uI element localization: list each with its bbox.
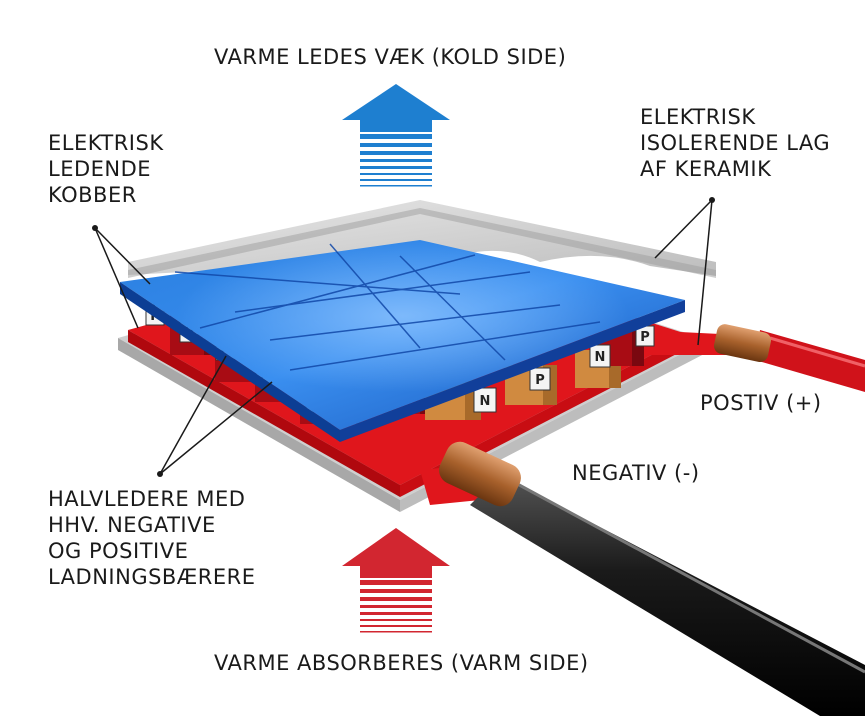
top-copper-layer — [120, 240, 685, 442]
copper-label-line: LEDENDE — [48, 157, 152, 181]
ceramic-label: ELEKTRISK ISOLERENDE LAG AF KERAMIK — [640, 104, 830, 182]
positive-label: POSTIV (+) — [700, 391, 822, 415]
top-ceramic-layer — [128, 200, 716, 278]
positive-wire — [713, 324, 865, 392]
ceramic-label-line: ISOLERENDE LAG — [640, 131, 831, 155]
ceramic-label-line: ELEKTRISK — [640, 105, 756, 129]
leader-dots — [92, 197, 715, 477]
cold-side-arrow — [342, 84, 450, 187]
semiconductor-label-line: HALVLEDERE MED — [48, 487, 246, 511]
pellet-letter: N — [595, 350, 606, 365]
semiconductor-label-line: LADNINGSBÆRERE — [48, 565, 256, 589]
warm-side-label: VARME ABSORBERES (VARM SIDE) — [214, 651, 589, 675]
copper-label-line: KOBBER — [48, 183, 137, 207]
copper-label-line: ELEKTRISK — [48, 131, 164, 155]
negative-wire — [439, 441, 865, 716]
semiconductor-label: HALVLEDERE MED HHV. NEGATIVE OG POSITIVE… — [48, 486, 256, 590]
negative-label: NEGATIV (-) — [572, 461, 700, 485]
semiconductor-label-line: HHV. NEGATIVE — [48, 513, 216, 537]
semiconductor-label-line: OG POSITIVE — [48, 539, 189, 563]
ceramic-label-line: AF KERAMIK — [640, 157, 772, 181]
warm-side-arrow — [342, 528, 450, 633]
pellet-letter: P — [640, 330, 650, 345]
copper-label: ELEKTRISK LEDENDE KOBBER — [48, 130, 164, 208]
cold-side-label: VARME LEDES VÆK (KOLD SIDE) — [214, 45, 567, 69]
pellet-chips-right — [473, 325, 655, 413]
pellet-letter: P — [535, 373, 545, 388]
pellet-letter: N — [480, 394, 491, 409]
leader-lines — [94, 199, 713, 475]
